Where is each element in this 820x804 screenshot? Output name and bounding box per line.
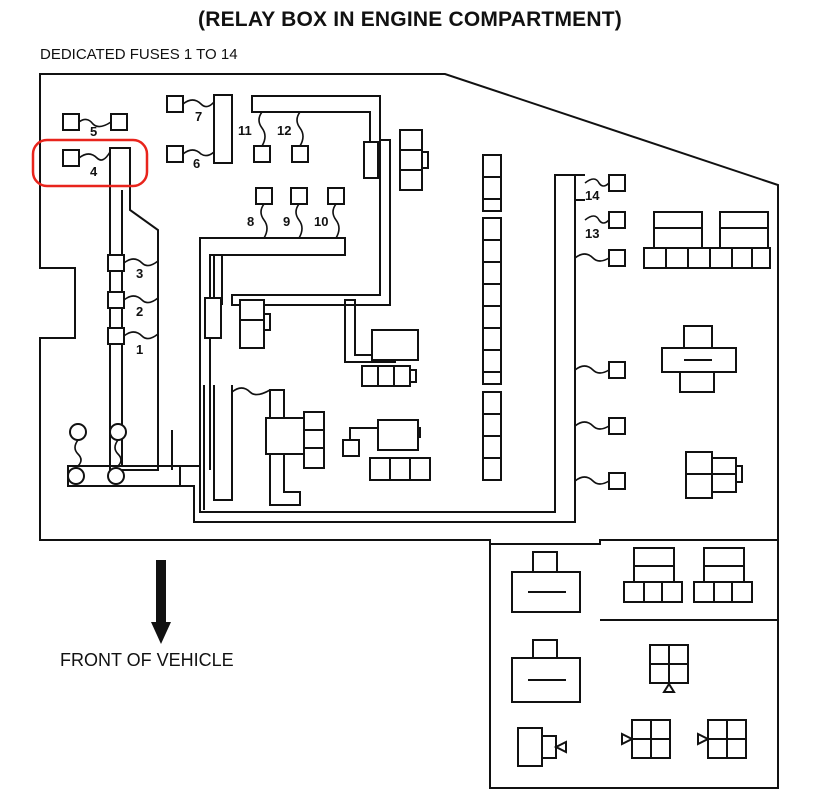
dedicated-fuses-label: DEDICATED FUSES 1 TO 14 [40, 46, 238, 63]
annex-relays [511, 547, 753, 767]
fuse-label-5: 5 [90, 124, 97, 139]
fuse-label-13: 13 [585, 226, 599, 241]
battery-connector [67, 423, 127, 485]
front-arrow-icon [151, 560, 171, 644]
fuse-label-6: 6 [193, 156, 200, 171]
fuse-label-8: 8 [247, 214, 254, 229]
fuse-label-10: 10 [314, 214, 328, 229]
highlight-ring [31, 138, 149, 188]
relays [204, 129, 771, 499]
fuse-label-1: 1 [136, 342, 143, 357]
fuse-label-12: 12 [277, 123, 291, 138]
fuse-label-7: 7 [195, 109, 202, 124]
fuse-label-2: 2 [136, 304, 143, 319]
fuse-label-9: 9 [283, 214, 290, 229]
bus-bars [67, 94, 585, 523]
lower-annex-outline [489, 539, 779, 789]
front-of-vehicle-label: FRONT OF VEHICLE [60, 650, 234, 670]
page-title: (RELAY BOX IN ENGINE COMPARTMENT) [198, 8, 622, 31]
fuse-label-3: 3 [136, 266, 143, 281]
fuse-label-14: 14 [585, 188, 600, 203]
fuse-terminals [62, 95, 626, 490]
fuse-strip [482, 154, 502, 481]
relay-box-outline [39, 73, 779, 545]
fuse-label-11: 11 [238, 123, 252, 138]
fuse-label-4: 4 [90, 164, 98, 179]
